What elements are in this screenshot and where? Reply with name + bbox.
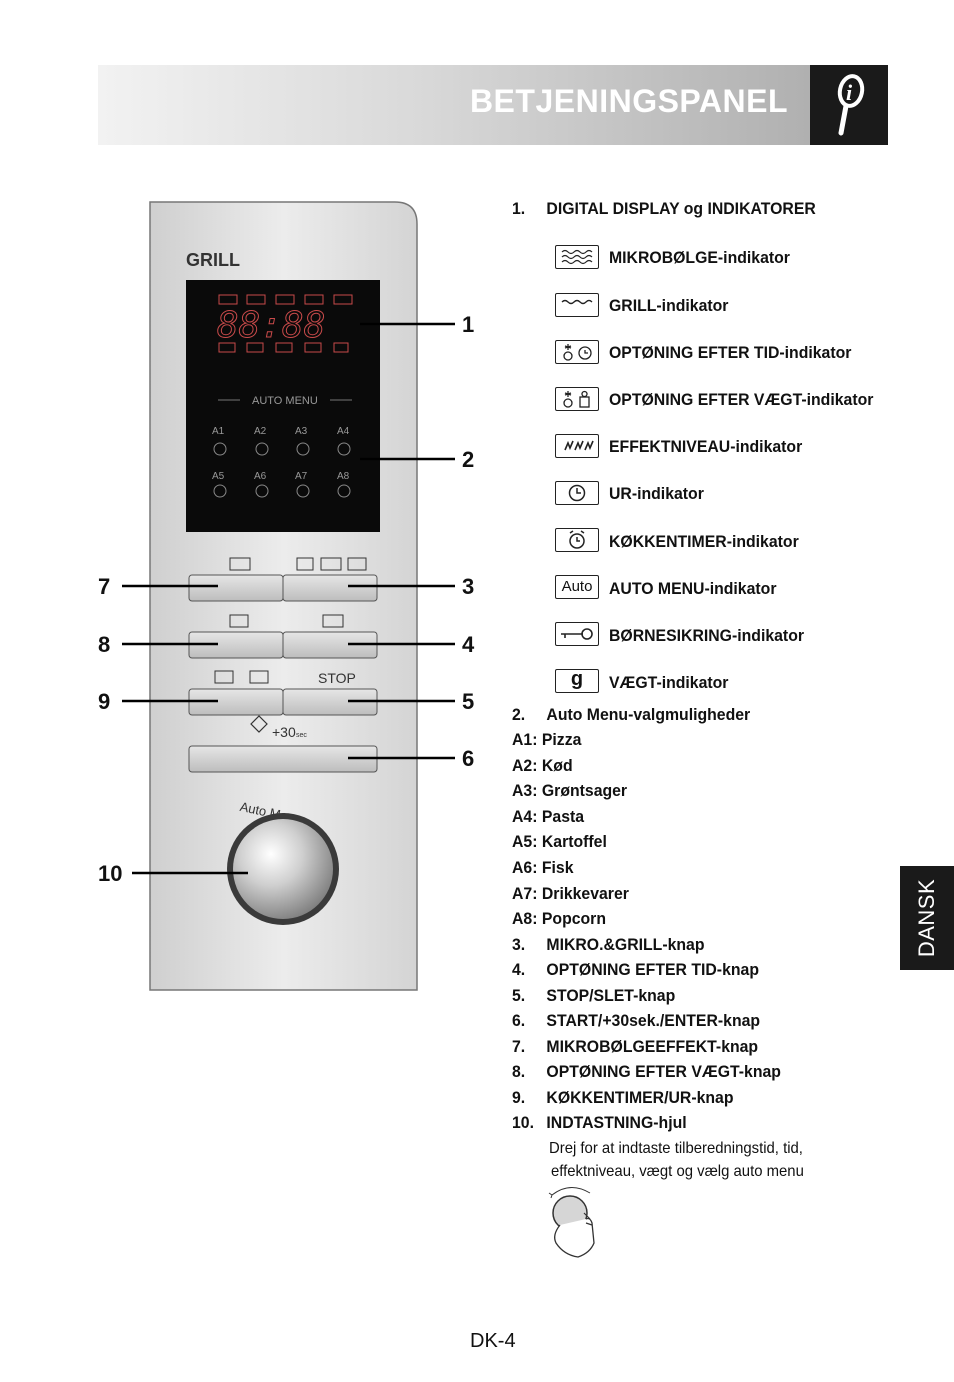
svg-text:i: i [846, 80, 853, 105]
auto-icon: Auto [555, 575, 599, 599]
dial-description-line-2: effektniveau, vægt og vælg auto menu [551, 1163, 804, 1180]
defrost-weight-button-icon [229, 614, 249, 628]
defrost-time-button-icon [322, 614, 344, 628]
button-item-10: 10.INDTASTNING-hjul [512, 1113, 687, 1132]
callout-10: 10 [98, 861, 122, 886]
auto-program-a8: A8 [337, 471, 350, 482]
weight-g-icon: g [555, 669, 599, 693]
button-item-5: 5.STOP/SLET-knap [512, 986, 676, 1005]
section-2-heading: 2.Auto Menu-valgmuligheder [512, 705, 751, 724]
auto-program-a4: A4 [337, 426, 350, 437]
kitchen-timer-button-icon [214, 670, 234, 684]
clock-icon [555, 481, 599, 505]
grill-icon [555, 293, 599, 317]
button-item-3: 3.MIKRO.&GRILL-knap [512, 935, 705, 954]
defrost-weight-icon [555, 387, 599, 411]
hand-dial-icon [548, 1187, 595, 1258]
kitchen-timer-icon [555, 528, 599, 552]
callout-4: 4 [462, 632, 475, 657]
button-item-7: 7.MIKROBØLGEEFFEKT-knap [512, 1037, 759, 1056]
grill-button-icon [296, 557, 314, 571]
dial-description-line-1: Drej for at indtaste tilberedningstid, t… [549, 1140, 803, 1157]
child-lock-key-icon [555, 622, 599, 646]
indicator-label-grill: GRILL-indikator [609, 296, 729, 315]
button-item-4: 4.OPTØNING EFTER TID-knap [512, 960, 759, 979]
callout-6: 6 [462, 746, 474, 771]
button-item-9: 9.KØKKENTIMER/UR-knap [512, 1088, 734, 1107]
callout-2: 2 [462, 447, 474, 472]
indicator-label-power-level: EFFEKTNIVEAU-indikator [609, 437, 803, 456]
indicator-label-clock: UR-indikator [609, 484, 704, 503]
auto-menu-a7: A7: Drikkevarer [512, 884, 629, 903]
callout-8: 8 [98, 632, 110, 657]
indicator-label-defrost-weight: OPTØNING EFTER VÆGT-indikator [609, 390, 874, 409]
page-number: DK-4 [470, 1330, 516, 1352]
indicator-label-child-lock: BØRNESIKRING-indikator [609, 626, 805, 645]
auto-menu-a8: A8: Popcorn [512, 909, 606, 928]
start-icon [250, 715, 268, 733]
info-magnifier-icon: i [810, 65, 888, 145]
defrost-time-icon [555, 340, 599, 364]
auto-program-a1: A1 [212, 426, 225, 437]
callout-9: 9 [98, 689, 110, 714]
button-item-6: 6.START/+30sek./ENTER-knap [512, 1011, 761, 1030]
indicator-label-defrost-time: OPTØNING EFTER TID-indikator [609, 343, 852, 362]
start-label: +30 [272, 724, 296, 740]
microwave-button-icon [229, 557, 251, 571]
auto-menu-a2: A2: Kød [512, 756, 573, 775]
svg-text:sec: sec [296, 732, 307, 739]
display-digits: 88:88 [217, 305, 325, 346]
page-header: BETJENINGSPANEL [98, 65, 810, 145]
language-tab: DANSK [900, 866, 954, 970]
panel-brand: GRILL [186, 250, 240, 270]
power-level-button[interactable] [188, 574, 284, 602]
stop-label: STOP [318, 670, 356, 686]
auto-menu-display-label: AUTO MENU [252, 395, 318, 407]
auto-menu-a3: A3: Grøntsager [512, 781, 628, 800]
callout-3: 3 [462, 574, 474, 599]
indicator-label-microwave: MIKROBØLGE-indikator [609, 248, 790, 267]
auto-menu-a1: A1: Pizza [512, 730, 582, 749]
micro-grill-button[interactable] [282, 574, 378, 602]
button-item-8: 8.OPTØNING EFTER VÆGT-knap [512, 1062, 781, 1081]
indicator-label-auto-menu: AUTO MENU-indikator [609, 579, 777, 598]
callout-5: 5 [462, 689, 474, 714]
auto-menu-a5: A5: Kartoffel [512, 832, 607, 851]
section-1-heading: 1.DIGITAL DISPLAY og INDIKATORER [512, 199, 816, 218]
clock-button-icon [249, 670, 269, 684]
indicator-label-kitchen-timer: KØKKENTIMER-indikator [609, 532, 799, 551]
indicator-label-weight: VÆGT-indikator [609, 673, 729, 692]
auto-program-a6: A6 [254, 471, 267, 482]
entry-dial[interactable] [233, 819, 333, 919]
power-level-icon [555, 434, 599, 458]
auto-program-a7: A7 [295, 471, 308, 482]
auto-menu-a6: A6: Fisk [512, 858, 574, 877]
callout-1: 1 [462, 312, 474, 337]
control-panel-diagram: GRILL 88:88 AUTO MENU A1 A2 A3 A4 A5 A6 … [98, 201, 475, 991]
page-title: BETJENINGSPANEL [469, 83, 788, 119]
auto-program-a2: A2 [254, 426, 267, 437]
auto-menu-a4: A4: Pasta [512, 807, 585, 826]
auto-program-a5: A5 [212, 471, 225, 482]
microwave-wave-icon [555, 245, 599, 269]
digital-display [186, 280, 380, 532]
auto-program-a3: A3 [295, 426, 308, 437]
callout-7: 7 [98, 574, 110, 599]
